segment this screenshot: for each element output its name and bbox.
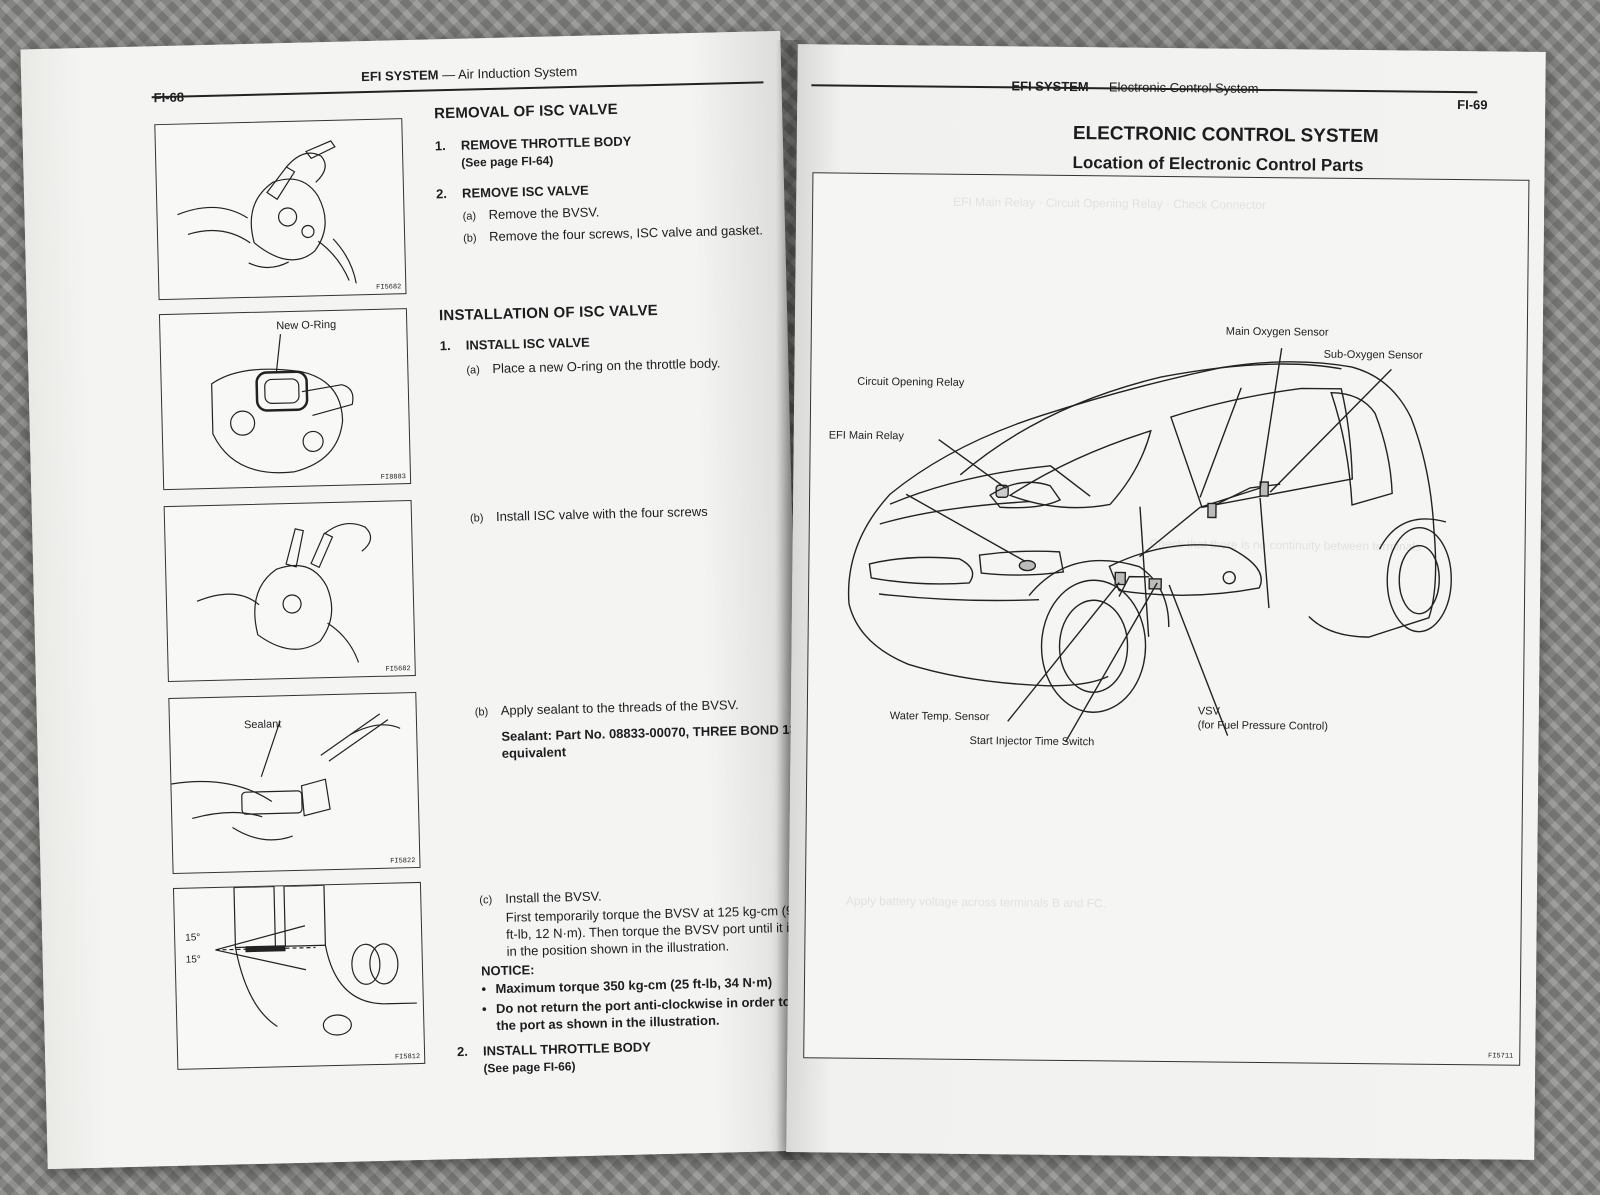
removal-step-2a: (a)Remove the BVSV. <box>462 204 600 223</box>
callout-water-temp-sensor: Water Temp. Sensor <box>889 710 990 724</box>
left-header-subtitle: — Air Induction System <box>441 63 578 83</box>
throttle-body-hand-illustration <box>177 140 357 284</box>
install-screws-illustration <box>196 522 372 663</box>
installation-step-1: 1.INSTALL ISC VALVE <box>439 334 590 354</box>
notice-heading: NOTICE: <box>480 962 535 979</box>
show-through-text: Check that there is no continuity betwee… <box>1149 536 1422 554</box>
figure-new-o-ring: New O-Ring FI8883 <box>158 308 412 491</box>
callout-main-oxygen-sensor: Main Oxygen Sensor <box>1225 325 1329 339</box>
sealant-spec-line2: equivalent <box>501 744 567 761</box>
figure-code: FI5812 <box>394 1052 421 1062</box>
left-page-header: EFI SYSTEM — Air Induction System <box>361 64 577 84</box>
section-title: ELECTRONIC CONTROL SYSTEM <box>1072 122 1379 148</box>
section-subtitle: Location of Electronic Control Parts <box>1072 152 1364 176</box>
right-page: EFI SYSTEM — Electronic Control System F… <box>786 44 1546 1160</box>
left-page: FI-68 EFI SYSTEM — Air Induction System … <box>20 30 828 1170</box>
figure-code: FI8883 <box>380 473 407 482</box>
show-through-text: Apply battery voltage across terminals B… <box>845 893 1107 911</box>
sealant-spec-line1: Sealant: Part No. 08833-00070, THREE BON… <box>501 720 829 744</box>
callout-vsv-purpose: (for Fuel Pressure Control) <box>1197 719 1328 733</box>
angle-label-lower: 15° <box>185 954 201 966</box>
installation-step-2: 2.INSTALL THROTTLE BODY <box>456 1039 651 1060</box>
callout-efi-main-relay: EFI Main Relay <box>828 429 904 443</box>
van-illustration <box>847 348 1452 743</box>
installation-step-1b: (b)Install ISC valve with the four screw… <box>469 503 708 525</box>
callout-vsv: VSV <box>1197 705 1220 718</box>
removal-step-1: 1.REMOVE THROTTLE BODY <box>434 133 632 154</box>
bvsv-port-angle-illustration <box>215 884 417 1036</box>
callout-circuit-opening-relay: Circuit Opening Relay <box>857 375 965 389</box>
removal-step-2: 2.REMOVE ISC VALVE <box>435 182 589 202</box>
figure-sealant: Sealant FI5822 <box>168 691 421 874</box>
figure-code: FI5682 <box>385 665 411 674</box>
installation-step-1b-sealant: (b)Apply sealant to the threads of the B… <box>474 697 739 719</box>
left-header-rule <box>151 81 764 99</box>
figure-code: FI5822 <box>390 857 416 866</box>
callout-sub-oxygen-sensor: Sub-Oxygen Sensor <box>1323 348 1423 362</box>
figure-bvsv-angle: 15° 15° FI5812 <box>172 881 426 1070</box>
installation-title: INSTALLATION OF ISC VALVE <box>438 301 659 325</box>
figure-code: FI5682 <box>376 283 402 292</box>
o-ring-throttle-body-illustration <box>211 334 354 474</box>
removal-step-1-ref: (See page FI-64) <box>461 153 554 170</box>
left-header-section: EFI SYSTEM <box>361 67 439 85</box>
installation-step-1a: (a)Place a new O-ring on the throttle bo… <box>466 355 721 377</box>
o-ring-label: New O-Ring <box>276 318 337 333</box>
removal-step-2b: (b)Remove the four screws, ISC valve and… <box>463 222 764 245</box>
sealant-application-illustration <box>171 713 401 841</box>
callout-start-injector-time-switch: Start Injector Time Switch <box>969 734 1095 749</box>
angle-label-upper: 15° <box>185 932 201 944</box>
electronic-control-parts-diagram: EFI Main Relay · Circuit Opening Relay ·… <box>803 172 1530 1066</box>
removal-title: REMOVAL OF ISC VALVE <box>433 100 619 123</box>
right-page-number: FI-69 <box>1457 97 1488 113</box>
figure-code: FI5711 <box>1487 1052 1514 1061</box>
figure-remove-isc: FI5682 <box>154 118 407 301</box>
figure-install-isc: FI5682 <box>163 500 416 683</box>
installation-step-2-ref: (See page FI-66) <box>483 1059 576 1076</box>
sealant-label: Sealant <box>243 718 282 732</box>
